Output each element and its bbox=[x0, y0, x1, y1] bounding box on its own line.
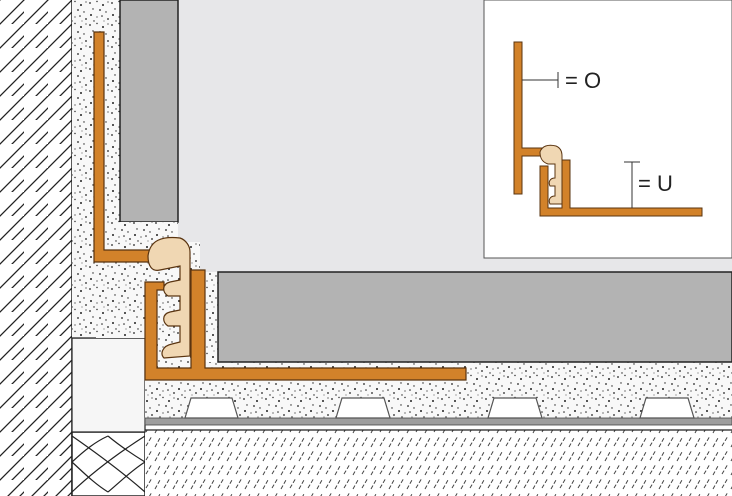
wall-base-zone bbox=[71, 337, 146, 433]
screed-layer bbox=[145, 430, 732, 496]
legend-label-upper: = O bbox=[565, 68, 601, 93]
wall-tile bbox=[119, 0, 179, 223]
masonry-wall bbox=[0, 0, 72, 496]
floor-tile bbox=[217, 271, 732, 363]
legend-marker-upper bbox=[522, 72, 559, 88]
legend-label-lower: = U bbox=[638, 171, 673, 196]
connector-insert bbox=[147, 236, 191, 359]
legend-insert bbox=[539, 144, 563, 205]
legend-lower-profile bbox=[539, 159, 703, 217]
legend-marker-lower bbox=[624, 161, 640, 208]
insulation-block bbox=[71, 431, 146, 496]
legend-inset: = O = U bbox=[483, 0, 732, 259]
waterproofing-membrane bbox=[144, 397, 732, 426]
